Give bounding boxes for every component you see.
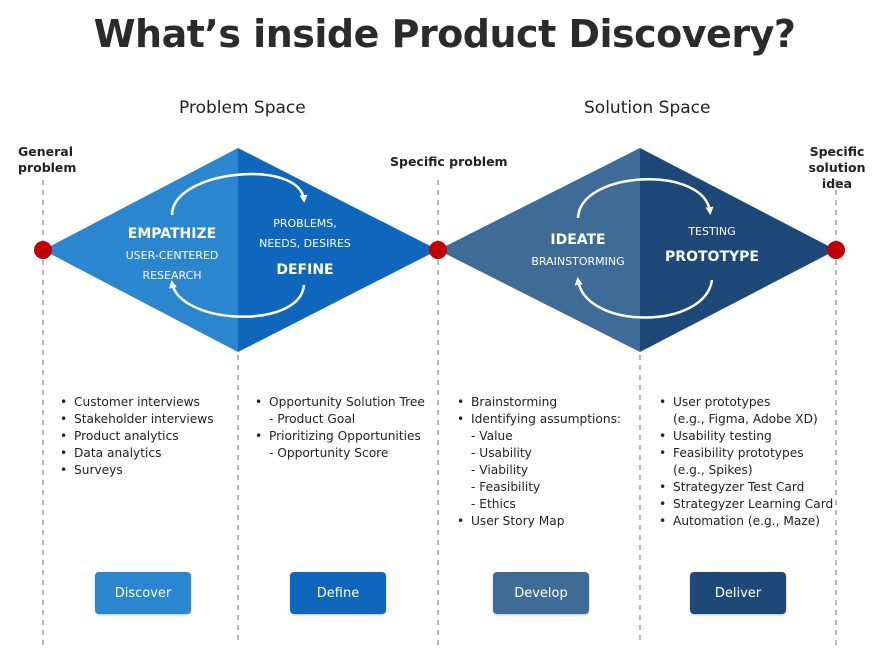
general-problem-line2: problem xyxy=(18,160,77,175)
cycle-arrow-bottom-1 xyxy=(169,280,306,318)
problem-space-label: Problem Space xyxy=(179,98,306,118)
list-item: Identifying assumptions: xyxy=(457,411,621,428)
empathize-label: EMPATHIZE xyxy=(127,226,217,242)
develop-half xyxy=(438,148,640,352)
testing-sub: TESTING xyxy=(688,225,736,238)
specific-problem-label: Specific problem xyxy=(390,154,508,169)
specific-solution-line2: solution idea xyxy=(808,160,866,191)
define-sub-line1: PROBLEMS, xyxy=(273,217,337,230)
deliver-button[interactable]: Deliver xyxy=(690,572,786,614)
deliver-half xyxy=(640,148,836,352)
define-label: DEFINE xyxy=(276,262,334,278)
specific-solution-dot xyxy=(827,241,845,259)
list-subitem: - Usability xyxy=(471,446,532,460)
solution-space-label: Solution Space xyxy=(584,98,711,118)
specific-problem-dot xyxy=(429,241,447,259)
empathize-sub: USER-CENTERED RESEARCH xyxy=(126,246,219,286)
general-problem-line1: General xyxy=(18,144,73,159)
list-item: Data analytics xyxy=(60,445,214,462)
list-item-continuation: (e.g., Spikes) xyxy=(673,463,753,477)
define-half xyxy=(238,148,438,352)
list-subitem: - Product Goal xyxy=(269,412,356,426)
discover-button[interactable]: Discover xyxy=(95,572,191,614)
cycle-arrow-top-2 xyxy=(576,178,714,219)
define-method-list: Opportunity Solution Tree - Product Goal… xyxy=(255,394,425,462)
list-subitem: - Viability xyxy=(471,463,529,477)
define-sub-line2: NEEDS, DESIRES xyxy=(259,237,351,250)
list-subitem: - Value xyxy=(471,429,513,443)
specific-solution-line1: Specific xyxy=(809,144,865,159)
prototype-label: PROTOTYPE xyxy=(665,249,759,265)
list-item: Brainstorming xyxy=(457,394,621,411)
list-item: Opportunity Solution Tree xyxy=(255,394,425,411)
list-item: Product analytics xyxy=(60,428,214,445)
general-problem-label: General problem xyxy=(18,144,76,176)
cycle-arrow-top-1 xyxy=(170,172,308,216)
list-subitem: - Opportunity Score xyxy=(269,446,389,460)
list-item: Usability testing xyxy=(659,428,833,445)
empathize-sub-line2: RESEARCH xyxy=(142,269,202,282)
list-item: Automation (e.g., Maze) xyxy=(659,513,833,530)
brainstorming-sub: BRAINSTORMING xyxy=(531,255,625,268)
list-item: Prioritizing Opportunities xyxy=(255,428,425,445)
deliver-method-list: User prototypes (e.g., Figma, Adobe XD) … xyxy=(659,394,833,530)
develop-method-list: Brainstorming Identifying assumptions: -… xyxy=(457,394,621,530)
define-sub: PROBLEMS, NEEDS, DESIRES xyxy=(259,214,351,254)
develop-button[interactable]: Develop xyxy=(493,572,589,614)
discover-half xyxy=(43,148,238,352)
list-subitem: - Feasibility xyxy=(471,480,541,494)
list-item: Customer interviews xyxy=(60,394,214,411)
define-button[interactable]: Define xyxy=(290,572,386,614)
list-item-continuation: (e.g., Figma, Adobe XD) xyxy=(673,412,818,426)
list-item: Strategyzer Learning Card xyxy=(659,496,833,513)
page-title: What’s inside Product Discovery? xyxy=(93,12,796,56)
list-item: User Story Map xyxy=(457,513,621,530)
list-item: Surveys xyxy=(60,462,214,479)
empathize-sub-line1: USER-CENTERED xyxy=(125,249,219,262)
ideate-label: IDEATE xyxy=(550,232,606,248)
specific-solution-label: Specific solution idea xyxy=(797,144,877,192)
list-item: Strategyzer Test Card xyxy=(659,479,833,496)
discover-method-list: Customer interviews Stakeholder intervie… xyxy=(60,394,214,479)
list-item: User prototypes xyxy=(659,394,833,411)
list-subitem: - Ethics xyxy=(471,497,516,511)
general-problem-dot xyxy=(34,241,52,259)
list-item: Feasibility prototypes xyxy=(659,445,833,462)
cycle-arrow-bottom-2 xyxy=(574,277,714,319)
list-item: Stakeholder interviews xyxy=(60,411,214,428)
